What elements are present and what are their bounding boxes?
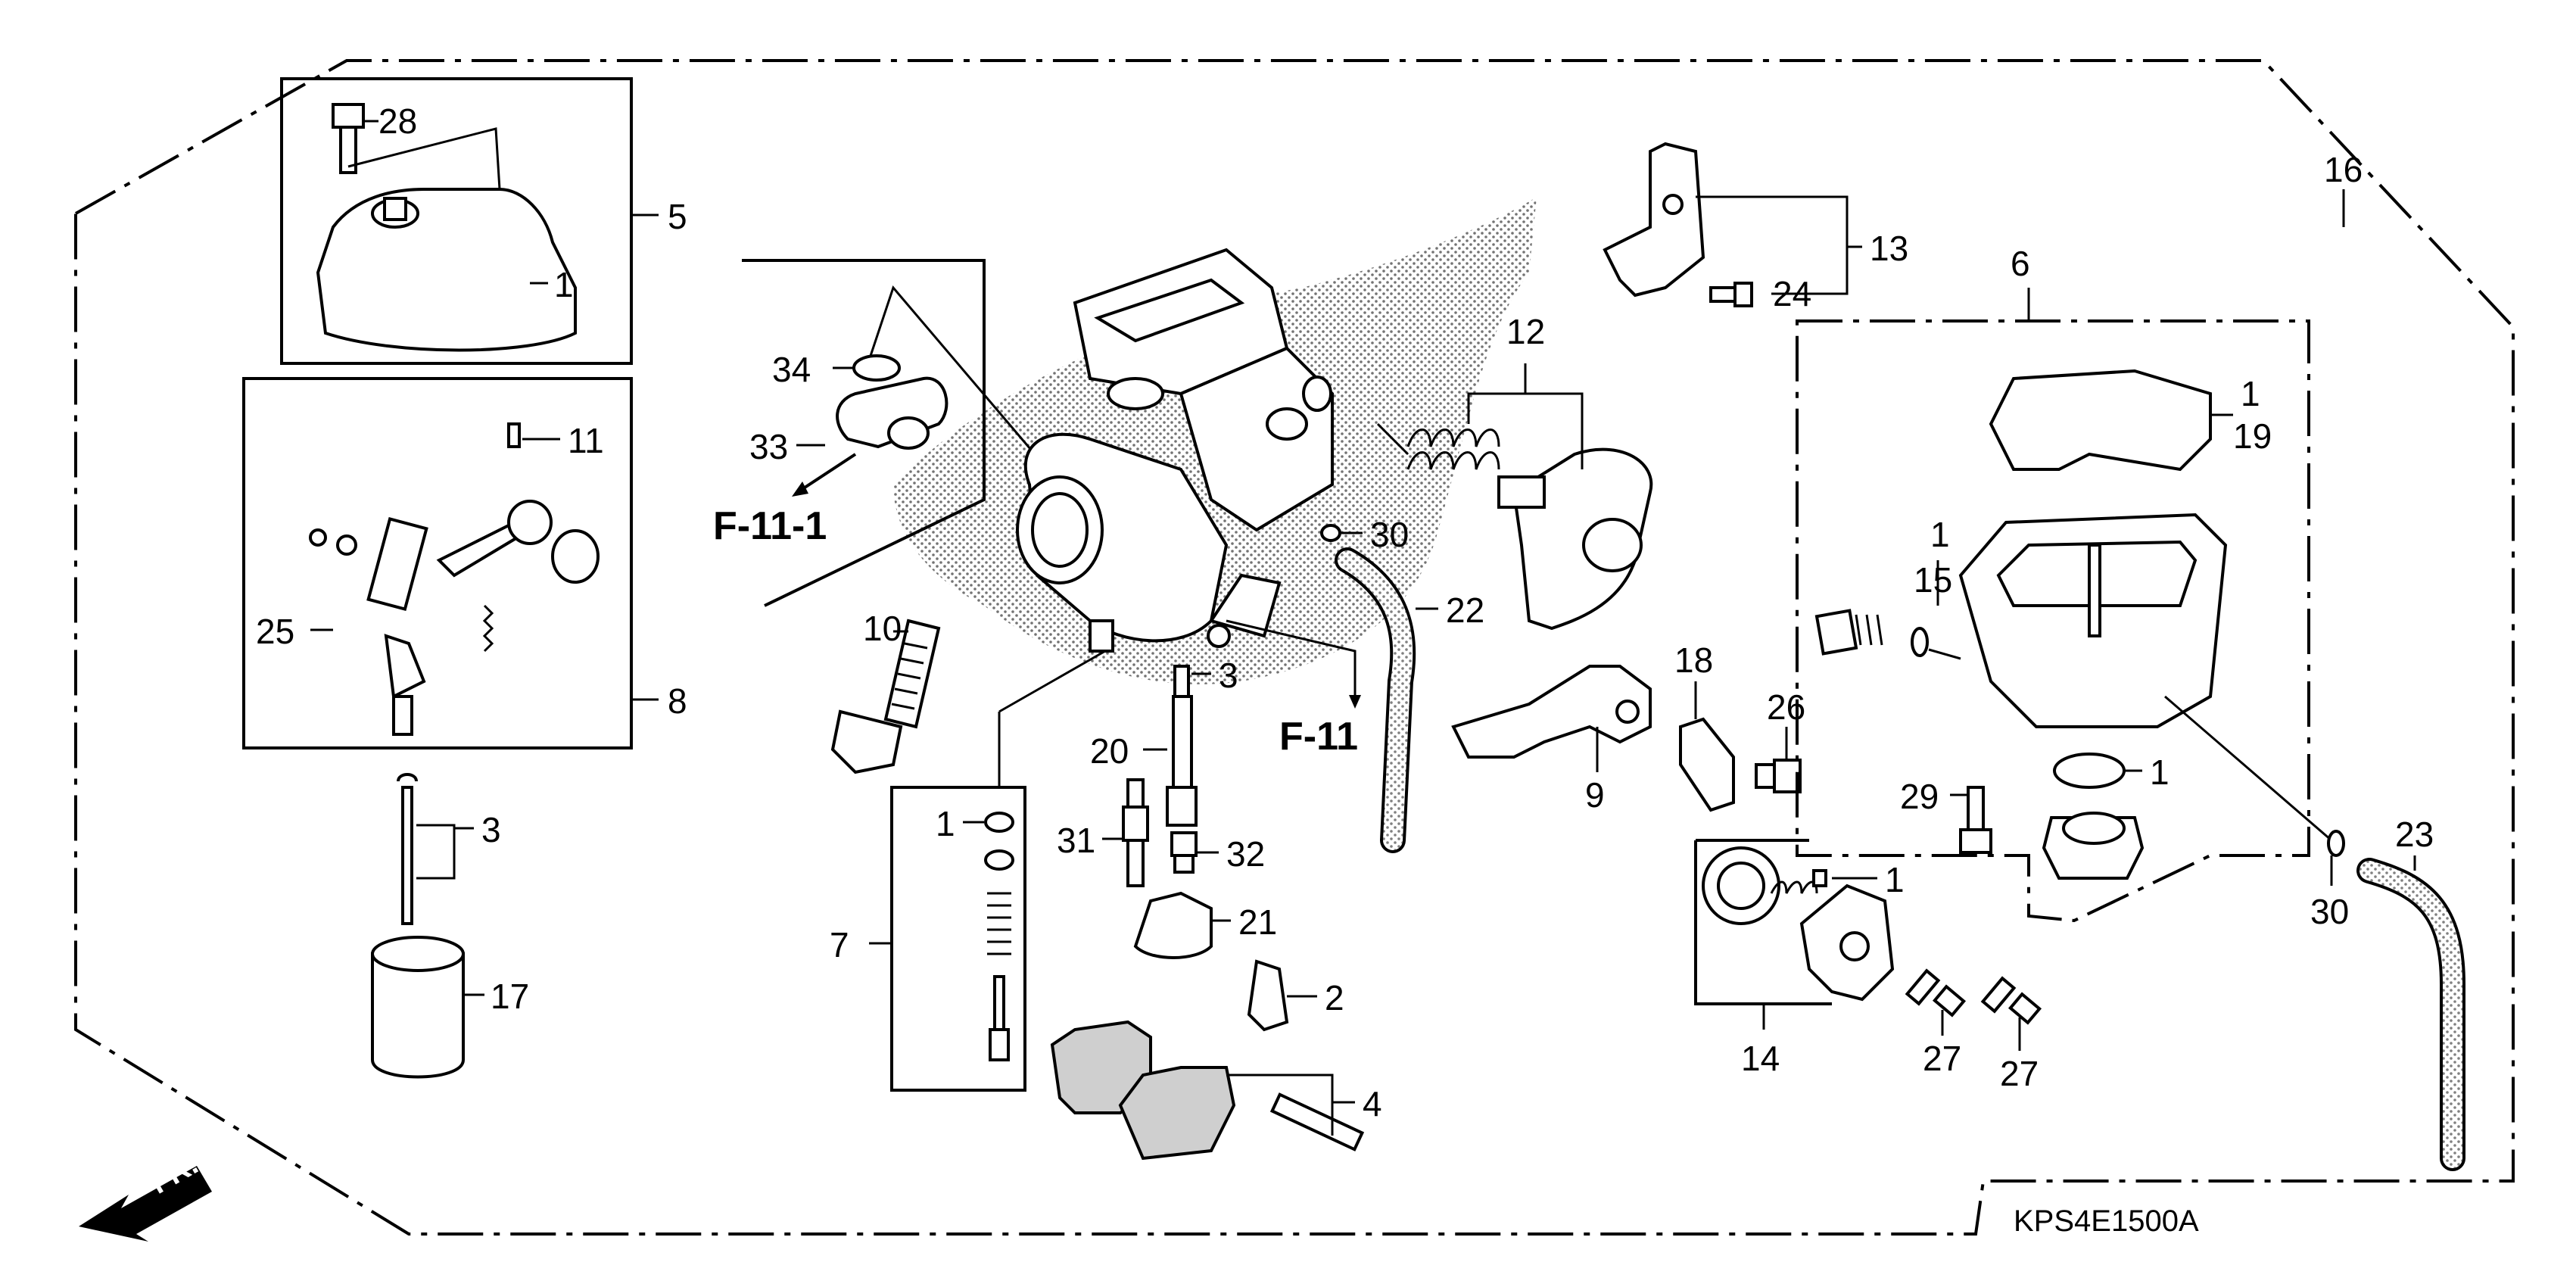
screw-29 [1959,786,1992,854]
top-cover [316,188,577,352]
needle-jet-32 [1170,831,1198,874]
group-6-box [1796,319,2310,923]
figure-code: KPS4E1500A [2014,1204,2199,1238]
callout-10: 10 [863,609,902,648]
callout-21: 21 [1238,902,1277,942]
callout-26: 26 [1767,687,1805,727]
screw-28 [332,103,365,174]
float-chamber-15 [1958,513,2228,728]
throttle-drum [1497,447,1653,631]
needle-seat-21 [1133,891,1213,959]
callout-24: 24 [1773,274,1811,313]
carburetor-body [1016,248,1334,653]
screw-27b [1980,976,2042,1025]
callout-15: 15 [1914,560,1952,600]
callout-6: 6 [2011,244,2030,283]
group-7-box [890,786,1026,1092]
callout-13: 13 [1870,229,1908,268]
callout-1-kit: 1 [936,804,955,843]
callout-30-right: 30 [2310,892,2349,931]
jet-needle [397,773,418,925]
callout-34: 34 [772,350,811,389]
callout-20: 20 [1090,731,1129,771]
callout-17: 17 [491,977,529,1016]
callout-18: 18 [1674,640,1713,680]
callout-19: 19 [2233,416,2272,456]
choke-lever-9 [1451,665,1652,759]
callout-27a: 27 [1923,1039,1961,1078]
joint-33 [836,376,948,450]
callout-1-19: 1 [2241,374,2260,413]
reference-f11: F-11 [1279,715,1358,759]
group-5-box [280,77,633,365]
callout-12: 12 [1506,312,1545,351]
drain-screw-15 [1814,609,1929,657]
linkage-parts [309,422,600,736]
callout-9: 9 [1585,775,1605,815]
callout-3-left: 3 [481,810,501,849]
callout-23: 23 [2395,815,2434,854]
callout-27b: 27 [2000,1054,2039,1093]
callout-14: 14 [1741,1039,1780,1078]
callout-29: 29 [1900,777,1939,816]
o-ring [2053,753,2126,789]
screw-24 [1709,282,1753,307]
throttle-spring [1376,422,1500,470]
pilot-screw [830,619,941,774]
callout-5: 5 [668,197,687,236]
callout-28: 28 [378,101,417,141]
clip-30-right [2327,830,2345,857]
callout-16: 16 [2324,150,2363,189]
callout-25: 25 [256,612,294,651]
callout-1-15: 1 [1930,515,1950,554]
front-direction-arrow: FR. [79,1147,212,1242]
screw-26 [1755,759,1802,793]
throttle-slide [371,936,465,1079]
callout-1-oring: 1 [2150,753,2170,792]
screw-27a [1905,968,1967,1017]
cable-bracket [1603,142,1705,298]
clip-30-mid [1320,524,1341,542]
callout-7: 7 [830,925,849,964]
main-jet-stack [1166,665,1198,827]
slow-jet-31 [1122,778,1149,887]
callout-22: 22 [1446,591,1484,630]
gasket-19 [1989,369,2212,472]
group-14-box [1694,840,1832,1005]
callout-30-mid: 30 [1370,515,1409,554]
callout-3-mid: 3 [1219,656,1238,695]
group-8-box [242,377,633,749]
callout-8: 8 [668,681,687,721]
reference-bracket-f11-1 [742,259,986,607]
callout-1-cover: 1 [554,265,574,304]
callout-32: 32 [1226,834,1265,874]
pump-cover-14 [1702,846,1895,1002]
float-valve-2 [1247,959,1289,1032]
callout-33: 33 [749,427,788,466]
drain-plug [2042,812,2145,880]
plate-18 [1679,717,1735,812]
callout-4: 4 [1363,1084,1382,1123]
callout-11: 11 [568,421,604,460]
hose-clamp-34 [852,354,901,382]
callout-2: 2 [1325,978,1344,1017]
air-screw-kit [984,812,1014,1061]
assembly-boundary [74,59,2515,1236]
callout-1-valve: 1 [1885,860,1905,899]
float-4 [1050,1020,1365,1161]
callout-31: 31 [1057,821,1095,860]
reference-f11-1: F-11-1 [713,504,827,548]
